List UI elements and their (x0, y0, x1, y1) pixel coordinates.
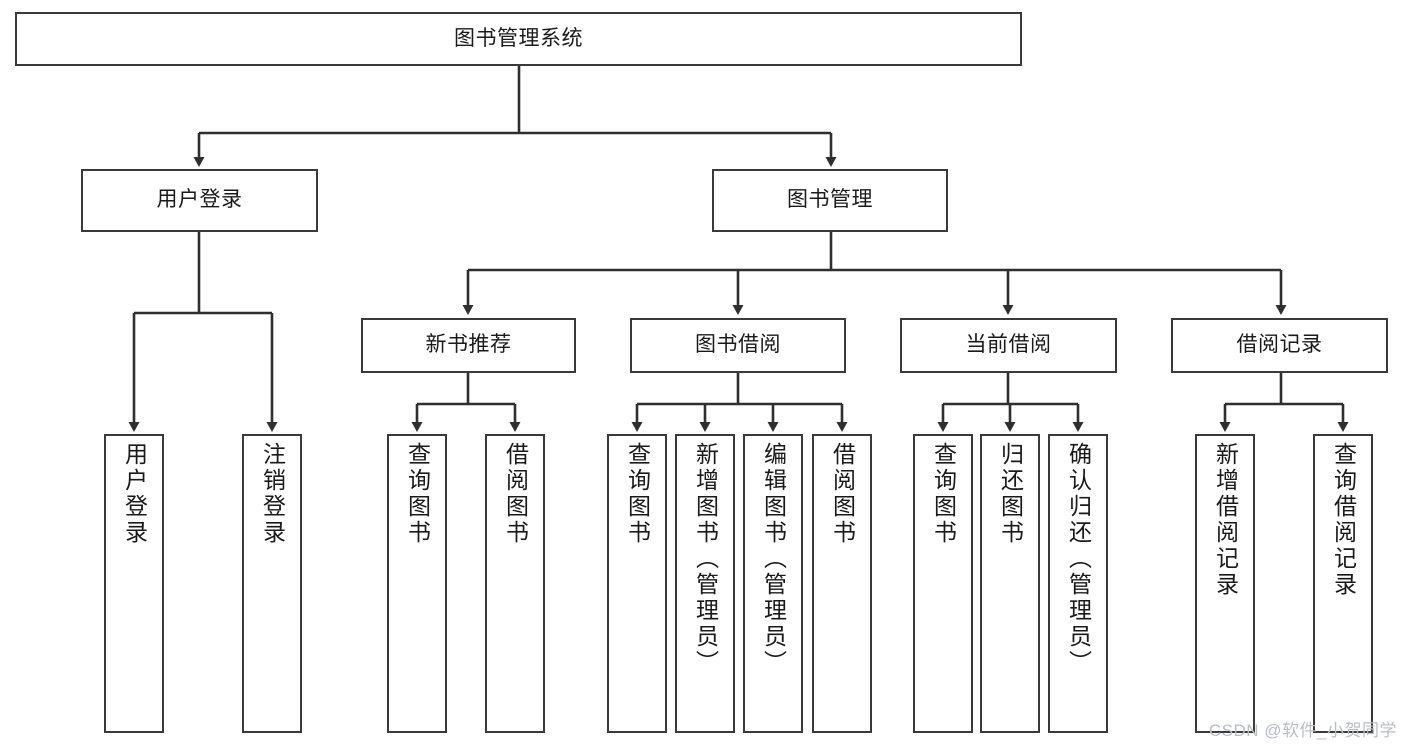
node-label: 查询借阅记录 (1330, 442, 1357, 598)
leaf-return-book[interactable]: 归还图书 (980, 434, 1040, 733)
leaf-query-book-current[interactable]: 查询图书 (913, 434, 973, 733)
node-borrow-record[interactable]: 借阅记录 (1171, 318, 1388, 373)
node-label: 图书借阅 (695, 333, 781, 357)
node-user-login[interactable]: 用户登录 (81, 169, 318, 232)
node-label: 借阅图书 (502, 442, 529, 546)
node-book-borrow[interactable]: 图书借阅 (630, 318, 846, 373)
node-label: 确认归还（管理员） (1065, 442, 1092, 676)
node-label: 注销登录 (259, 442, 286, 546)
leaf-borrow-book-new-recommend[interactable]: 借阅图书 (485, 434, 545, 733)
leaf-logout-login[interactable]: 注销登录 (242, 434, 302, 733)
csdn-watermark: CSDN @软件_小贺同学 (1208, 721, 1397, 740)
node-label: 借阅记录 (1236, 333, 1323, 357)
node-label: 图书管理系统 (454, 26, 583, 50)
node-new-book-recommend[interactable]: 新书推荐 (361, 318, 576, 373)
node-book-management-system[interactable]: 图书管理系统 (15, 12, 1022, 66)
leaf-confirm-return-admin[interactable]: 确认归还（管理员） (1048, 434, 1108, 733)
node-label: 查询图书 (624, 442, 651, 546)
node-label: 用户登录 (121, 442, 148, 546)
leaf-add-book-admin[interactable]: 新增图书（管理员） (675, 434, 735, 733)
node-label: 编辑图书（管理员） (760, 442, 787, 676)
leaf-query-borrow-record[interactable]: 查询借阅记录 (1313, 434, 1373, 733)
leaf-edit-book-admin[interactable]: 编辑图书（管理员） (743, 434, 803, 733)
node-label: 归还图书 (997, 442, 1024, 546)
node-book-management[interactable]: 图书管理 (712, 169, 948, 232)
node-label: 查询图书 (930, 442, 957, 546)
node-label: 查询图书 (404, 442, 431, 546)
node-label: 用户登录 (156, 188, 243, 212)
node-label: 当前借阅 (965, 333, 1052, 357)
node-label: 新增图书（管理员） (692, 442, 719, 676)
leaf-user-login[interactable]: 用户登录 (104, 434, 164, 733)
node-current-borrow[interactable]: 当前借阅 (900, 318, 1117, 373)
leaf-add-borrow-record[interactable]: 新增借阅记录 (1195, 434, 1255, 733)
node-label: 新增借阅记录 (1212, 442, 1239, 598)
leaf-borrow-book[interactable]: 借阅图书 (812, 434, 872, 733)
leaf-query-book-borrow[interactable]: 查询图书 (607, 434, 667, 733)
node-label: 新书推荐 (425, 333, 512, 357)
node-label: 图书管理 (787, 188, 873, 212)
node-label: 借阅图书 (829, 442, 856, 546)
leaf-query-book-new-recommend[interactable]: 查询图书 (387, 434, 447, 733)
